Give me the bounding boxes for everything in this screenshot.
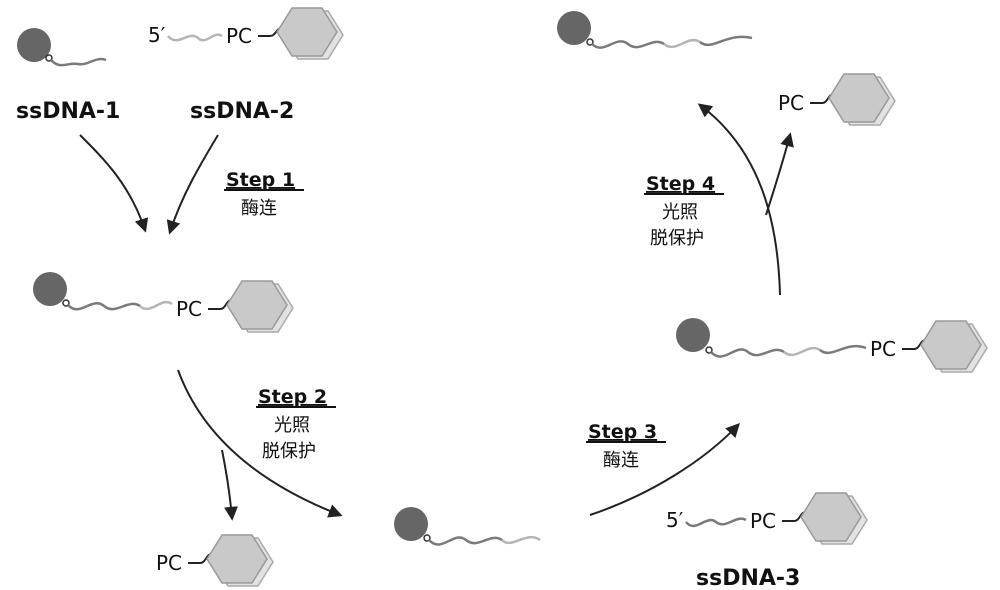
- ssdna1-bead-strand: [17, 28, 107, 67]
- step2-line-1: 光照: [274, 415, 310, 436]
- bead-5: [557, 11, 591, 45]
- step4-arrow-main: [697, 103, 781, 296]
- step4-line-2: 脱保护: [650, 228, 704, 249]
- pc-label-3: PC: [750, 509, 776, 533]
- bead-4: [676, 318, 710, 352]
- ssdna1-label: ssDNA-1: [16, 99, 120, 124]
- step3-arrow: [589, 422, 740, 516]
- step4-title: Step 4: [646, 173, 715, 195]
- ssdna3-molecule: 5′ PC: [666, 492, 868, 545]
- ssdna2-label: ssDNA-2: [190, 99, 294, 124]
- step2-line-2: 脱保护: [262, 441, 316, 462]
- strand-2: [167, 33, 223, 42]
- step4-line-1: 光照: [662, 202, 698, 223]
- pc-label-released-2: PC: [778, 91, 804, 115]
- released-pc-molecule-1: PC: [156, 534, 274, 587]
- step1-arrow-left: [79, 134, 149, 233]
- step3-line-1: 酶连: [603, 450, 639, 471]
- released-pc-molecule-2: PC: [778, 73, 896, 126]
- five-prime-label-3: 5′: [666, 508, 684, 532]
- step2-arrow-main: [177, 369, 343, 518]
- pc-label-ligated: PC: [176, 297, 202, 321]
- pc-label-2: PC: [226, 24, 252, 48]
- ligated-product-1: PC: [33, 272, 294, 333]
- deprotected-strand: [394, 507, 541, 546]
- step3-title: Step 3: [588, 421, 657, 443]
- step1-title: Step 1: [226, 169, 295, 191]
- hexagon-molecule-2: [276, 7, 344, 60]
- step4-arrow-branch: [765, 132, 794, 216]
- bead-3: [394, 507, 428, 541]
- step2-arrow-branch: [221, 449, 239, 521]
- step2-title: Step 2: [258, 386, 327, 408]
- final-product: [557, 11, 753, 49]
- bead-1: [17, 28, 51, 62]
- bead-2: [33, 272, 67, 306]
- step1-arrow-right: [166, 134, 219, 235]
- pc-label-released-1: PC: [156, 551, 182, 575]
- step1-line-1: 酶连: [241, 198, 277, 219]
- pc-label-ligated-2: PC: [870, 337, 896, 361]
- strand-1: [50, 57, 107, 67]
- ligated-product-2: PC: [676, 318, 988, 373]
- ssdna3-label: ssDNA-3: [696, 566, 800, 590]
- ssdna2-molecule: 5′ PC: [148, 7, 344, 60]
- five-prime-label-2: 5′: [148, 23, 166, 47]
